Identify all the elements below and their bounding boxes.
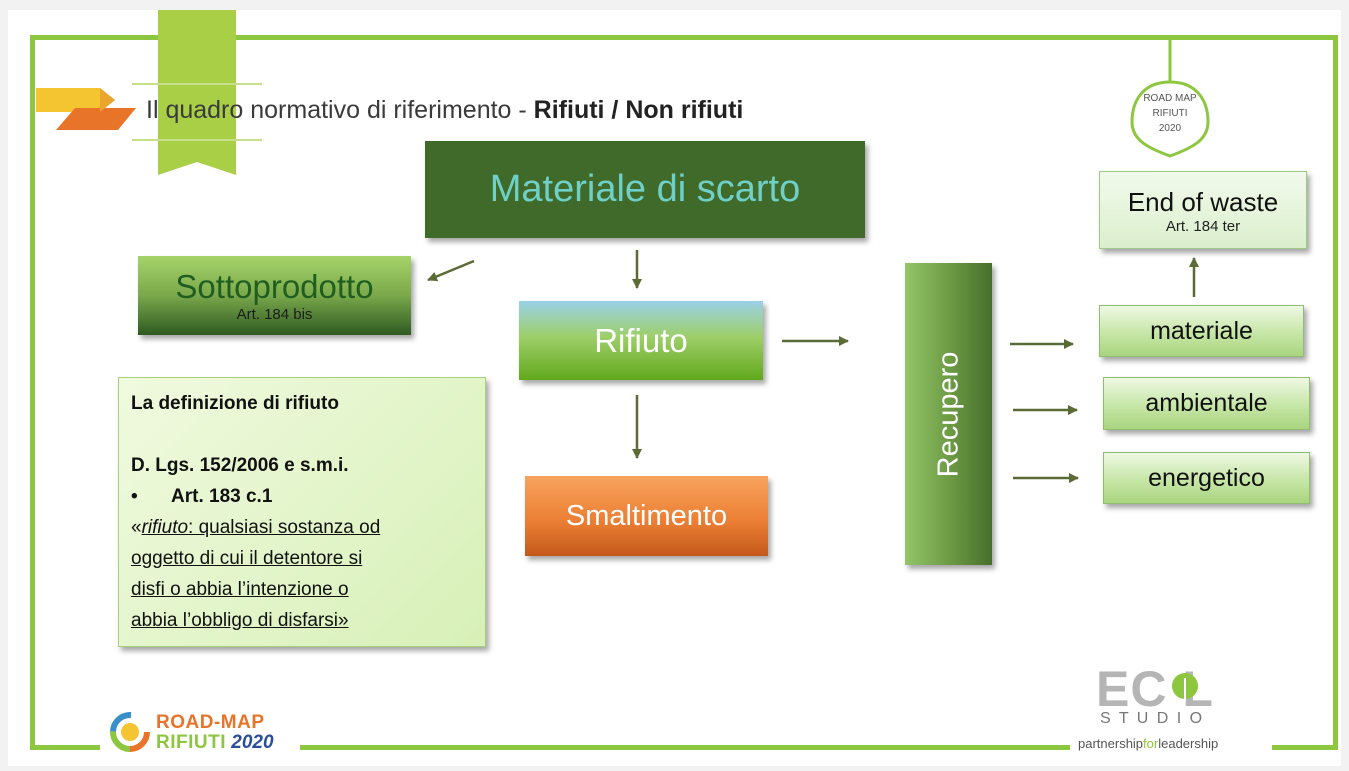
roadmap-badge: ROAD MAP RIFIUTI 2020 [1130, 40, 1210, 158]
definition-law: D. Lgs. 152/2006 e s.m.i. [131, 455, 349, 476]
frame-left [30, 35, 35, 750]
ecol-tagline: partnershipforleadership [1078, 736, 1219, 751]
footer-roadmap-line2: RIFIUTI 2020 [156, 732, 274, 753]
ribbon-decoration [36, 10, 262, 175]
ecol-studio: S T U D I O [1100, 710, 1205, 727]
bullet: • [131, 486, 138, 507]
footer-roadmap-logo: ROAD-MAP RIFIUTI 2020 [108, 710, 298, 756]
node-energetico: energetico [1103, 452, 1310, 504]
node-sottoprodotto-ref: Art. 184 bis [236, 306, 313, 323]
roadmap-circle-icon [110, 712, 150, 752]
definition-quote-line3: disfi o abbia l’intenzione o [131, 579, 349, 600]
definition-box: La definizione di rifiuto D. Lgs. 152/20… [118, 377, 486, 647]
node-recupero: Recupero [905, 263, 992, 565]
definition-quote-line4: abbia l’obbligo di disfarsi» [131, 610, 349, 631]
frame-bottom-mid [300, 745, 1070, 750]
node-energetico-label: energetico [1148, 463, 1265, 492]
ecol-studio-logo: EC L S T U D I O partnershipforleadershi… [1068, 660, 1268, 760]
node-end-of-waste-label: End of waste [1127, 186, 1279, 217]
frame-bottom-right [1272, 745, 1338, 750]
definition-heading: La definizione di rifiuto [131, 393, 339, 414]
badge-line2: RIFIUTI [1153, 108, 1188, 119]
node-ambientale: ambientale [1103, 377, 1310, 430]
definition-article-line: • Art. 183 c.1 [131, 481, 473, 512]
node-materiale-di-scarto-label: Materiale di scarto [489, 168, 801, 210]
node-rifiuto: Rifiuto [519, 301, 763, 380]
leaf-icon [1172, 673, 1198, 702]
node-smaltimento-label: Smaltimento [565, 499, 728, 532]
node-materiale-label: materiale [1150, 316, 1253, 345]
badge-line3: 2020 [1159, 123, 1182, 134]
node-sottoprodotto-label: Sottoprodotto [175, 268, 374, 305]
node-materiale: materiale [1099, 305, 1304, 357]
node-rifiuto-label: Rifiuto [594, 321, 688, 359]
footer-roadmap-line1: ROAD-MAP [156, 712, 265, 733]
node-ambientale-label: ambientale [1145, 389, 1268, 417]
definition-quote-line1: «rifiuto: qualsiasi sostanza od [131, 517, 381, 538]
node-smaltimento: Smaltimento [525, 476, 768, 556]
page-title: Il quadro normativo di riferimento - Rif… [146, 96, 744, 124]
badge-line1: ROAD MAP [1143, 93, 1197, 104]
frame-top-left [30, 35, 160, 40]
node-sottoprodotto: Sottoprodotto Art. 184 bis [138, 256, 411, 335]
definition-quote-line2: oggetto di cui il detentore si [131, 548, 363, 569]
frame-top-right [230, 35, 1338, 40]
node-end-of-waste: End of waste Art. 184 ter [1099, 171, 1307, 249]
arrow-to-sottoprodotto [427, 259, 475, 282]
frame-bottom-left [30, 745, 100, 750]
frame-right [1333, 35, 1338, 750]
node-end-of-waste-ref: Art. 184 ter [1165, 217, 1241, 235]
definition-article: Art. 183 c.1 [171, 486, 273, 507]
node-materiale-di-scarto: Materiale di scarto [425, 141, 865, 238]
